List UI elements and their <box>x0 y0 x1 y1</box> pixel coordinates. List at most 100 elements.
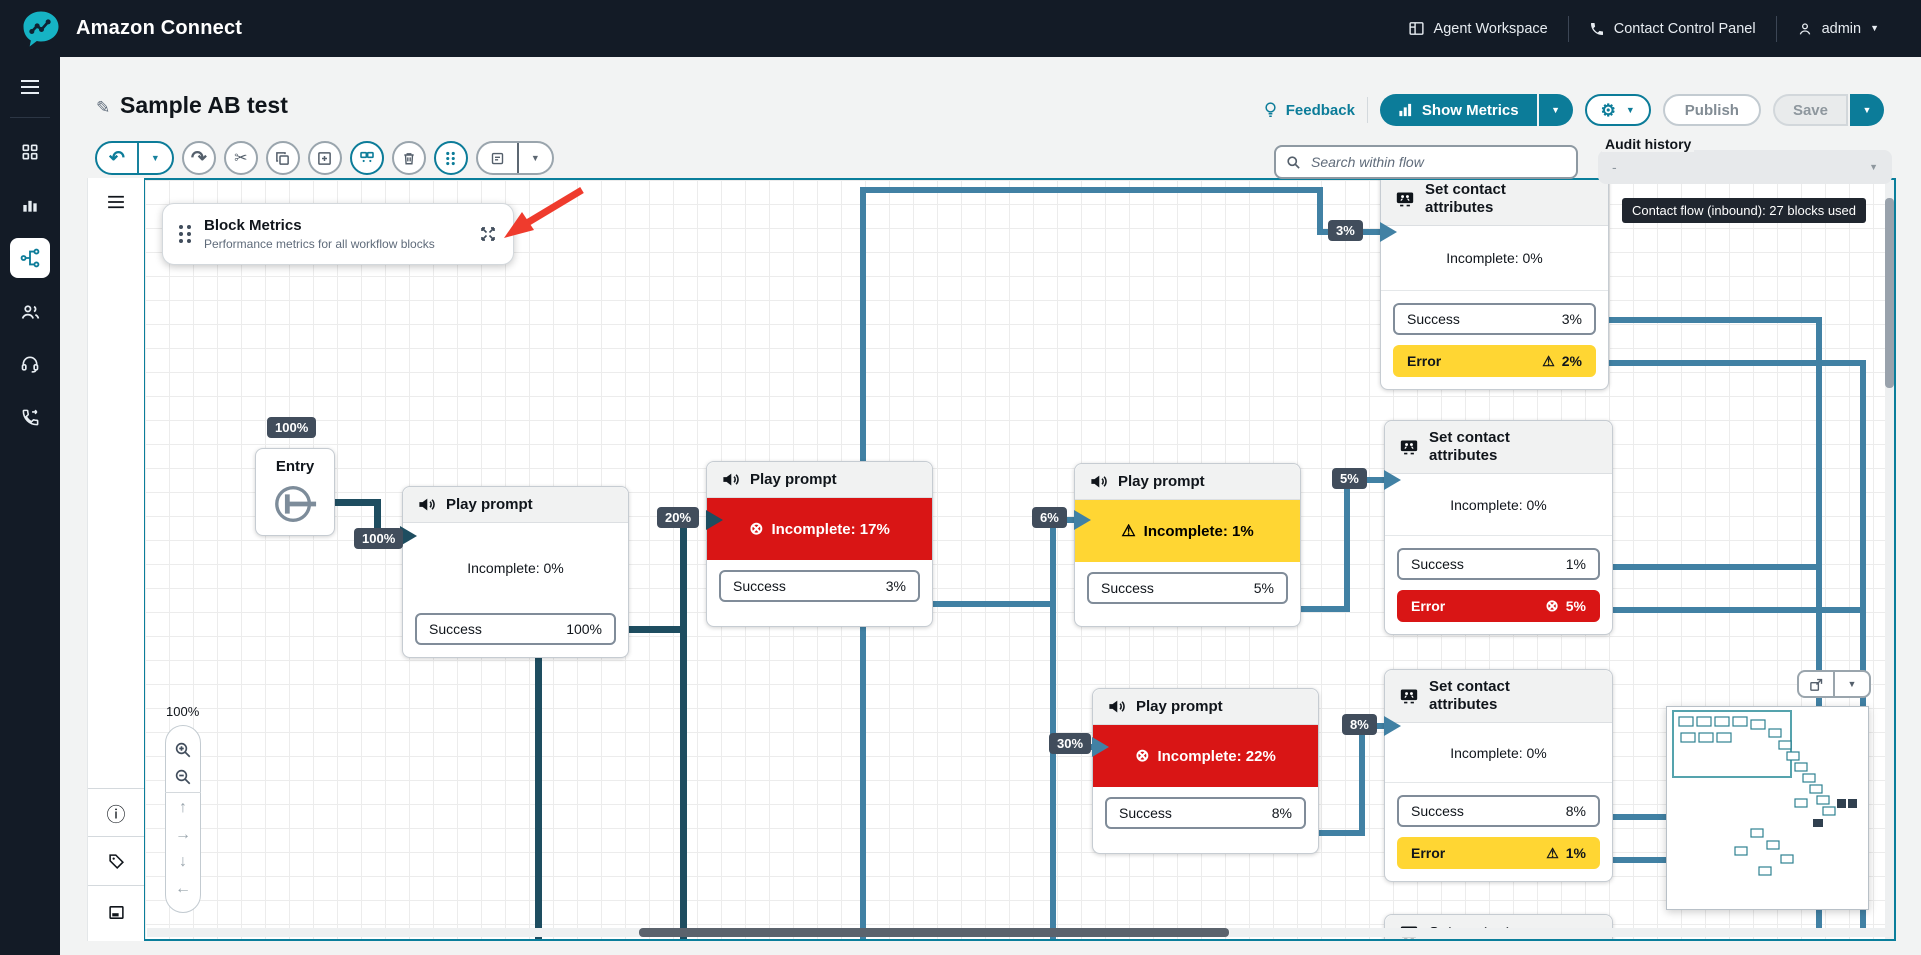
minimap[interactable] <box>1666 706 1869 910</box>
pan-left-button[interactable]: ← <box>175 879 191 897</box>
chevron-down-icon: ▼ <box>150 152 160 163</box>
expand-icon[interactable] <box>479 225 497 243</box>
brand-name: Amazon Connect <box>76 17 243 39</box>
pan-down-button[interactable]: ↓ <box>179 852 187 870</box>
output-port-success[interactable]: Success 1% <box>1397 548 1600 580</box>
output-port-success[interactable]: Success 8% <box>1397 795 1600 827</box>
block-set-contact-attributes-3[interactable]: Set contact attributes Incomplete: 0% Su… <box>1384 669 1613 882</box>
port-label: Error <box>1407 353 1442 369</box>
port-metric: 3% <box>1561 311 1582 327</box>
audit-history-select[interactable]: - ▼ <box>1598 150 1892 184</box>
sidebar-item-support[interactable] <box>10 344 50 384</box>
output-port-success[interactable]: Success 100% <box>415 613 616 645</box>
notes-button[interactable] <box>478 143 517 173</box>
tags-panel-button[interactable] <box>88 836 144 886</box>
paste-button[interactable] <box>307 141 342 175</box>
block-set-contact-attributes-1[interactable]: Set contact attributes Incomplete: 0% Su… <box>1380 180 1609 390</box>
copy-button[interactable] <box>265 141 300 175</box>
output-port-success[interactable]: Success 3% <box>1393 303 1596 335</box>
horizontal-scrollbar[interactable] <box>147 928 1892 937</box>
pan-right-button[interactable]: → <box>175 825 191 843</box>
zoom-in-button[interactable] <box>171 738 195 762</box>
audit-history-label: Audit history <box>1602 136 1695 152</box>
chevron-down-icon: ▼ <box>1847 678 1857 689</box>
notes-caret-button[interactable]: ▼ <box>516 143 552 173</box>
contact-control-panel-link[interactable]: Contact Control Panel <box>1569 15 1776 43</box>
sidebar-item-dashboard[interactable] <box>10 132 50 172</box>
publish-button[interactable]: Publish <box>1662 94 1761 126</box>
flow-canvas[interactable]: Entry Play prompt Incomplete: 0% Success… <box>143 178 1896 941</box>
minimap-expand-button[interactable] <box>1799 672 1833 696</box>
save-caret-button[interactable]: ▼ <box>1850 94 1884 126</box>
info-panel-button[interactable]: ⓘ <box>88 788 144 837</box>
speaker-icon <box>721 470 740 489</box>
block-play-prompt-3[interactable]: Play prompt ⚠ Incomplete: 1% Success 5% <box>1074 463 1301 627</box>
connector <box>860 187 1323 193</box>
connector <box>1609 317 1816 323</box>
save-button[interactable]: Save <box>1772 94 1848 126</box>
horizontal-scrollbar-thumb[interactable] <box>639 928 1229 937</box>
output-port-error[interactable]: Error ⚠1% <box>1397 837 1600 869</box>
sidebar-menu-toggle[interactable] <box>0 65 60 109</box>
output-port-error[interactable]: Error ⊗5% <box>1397 590 1600 622</box>
edit-title-icon[interactable]: ✎ <box>96 98 111 117</box>
arrowhead <box>706 510 723 530</box>
user-menu[interactable]: admin ▼ <box>1777 15 1899 43</box>
entry-block[interactable]: Entry <box>255 448 335 536</box>
sidebar-item-channels[interactable] <box>10 397 50 437</box>
chevron-down-icon: ▼ <box>1625 104 1635 115</box>
publish-label: Publish <box>1684 101 1739 119</box>
entry-icon <box>272 481 318 527</box>
redo-button[interactable]: ↷ <box>181 141 216 175</box>
sidebar-item-flows[interactable] <box>10 238 50 278</box>
zoom-out-button[interactable] <box>171 765 195 789</box>
block-play-prompt-1[interactable]: Play prompt Incomplete: 0% Success 100% <box>402 486 629 658</box>
group-blocks-button[interactable] <box>349 141 384 175</box>
undo-caret-button[interactable]: ▼ <box>136 143 172 173</box>
port-label: Success <box>1119 805 1172 821</box>
gear-icon: ⚙ <box>1600 100 1616 120</box>
drag-dots-button[interactable] <box>433 141 468 175</box>
block-title: Play prompt <box>1118 472 1205 490</box>
cut-button[interactable]: ✂ <box>223 141 258 175</box>
vertical-scrollbar[interactable] <box>1885 180 1894 939</box>
delete-button[interactable] <box>391 141 426 175</box>
connector <box>1319 830 1365 836</box>
undo-button[interactable]: ↶ <box>109 147 125 169</box>
port-label: Success <box>1411 556 1464 572</box>
metrics-bars-icon <box>1398 103 1413 117</box>
agent-workspace-link[interactable]: Agent Workspace <box>1388 15 1568 43</box>
output-port-success[interactable]: Success 8% <box>1105 797 1306 829</box>
thumbnail-panel-button[interactable] <box>88 885 144 938</box>
search-input[interactable] <box>1309 153 1566 171</box>
block-play-prompt-4[interactable]: Play prompt ⊗ Incomplete: 22% Success 8% <box>1092 688 1319 854</box>
error-icon: ⊗ <box>1545 598 1559 615</box>
save-label: Save <box>1792 101 1828 119</box>
show-metrics-button[interactable]: Show Metrics <box>1379 94 1537 126</box>
connector <box>1816 317 1822 933</box>
output-port-success[interactable]: Success 5% <box>1087 572 1288 604</box>
port-label: Success <box>1101 580 1154 596</box>
port-label: Success <box>1407 311 1460 327</box>
blocks-drawer-toggle[interactable] <box>88 178 144 226</box>
metric-badge-30: 30% <box>1049 733 1092 754</box>
arrowhead <box>1074 510 1091 530</box>
error-icon: ⊗ <box>1135 746 1150 765</box>
feedback-link[interactable]: Feedback <box>1263 101 1355 119</box>
sidebar-item-metrics[interactable] <box>10 185 50 225</box>
settings-split-button[interactable]: ⚙ ▼ <box>1584 94 1651 126</box>
vertical-scrollbar-thumb[interactable] <box>1885 198 1894 388</box>
show-metrics-caret-button[interactable]: ▼ <box>1538 94 1573 126</box>
block-metrics-panel[interactable]: Block Metrics Performance metrics for al… <box>162 203 514 265</box>
block-set-contact-attributes-2[interactable]: Set contact attributes Incomplete: 0% Su… <box>1384 420 1613 635</box>
sidebar-item-users[interactable] <box>10 291 50 331</box>
output-port-success[interactable]: Success 3% <box>719 570 920 602</box>
block-play-prompt-2[interactable]: Play prompt ⊗ Incomplete: 17% Success 3% <box>706 461 933 627</box>
minimap-caret-button[interactable]: ▼ <box>1833 672 1869 696</box>
flow-toolbar: ↶ ▼ ↷ ✂ ▼ <box>95 141 554 175</box>
drag-handle-icon[interactable] <box>179 225 192 243</box>
pan-up-button[interactable]: ↑ <box>179 798 187 816</box>
output-port-error[interactable]: Error ⚠2% <box>1393 345 1596 377</box>
incomplete-banner-warning: ⚠ Incomplete: 1% <box>1075 500 1300 562</box>
